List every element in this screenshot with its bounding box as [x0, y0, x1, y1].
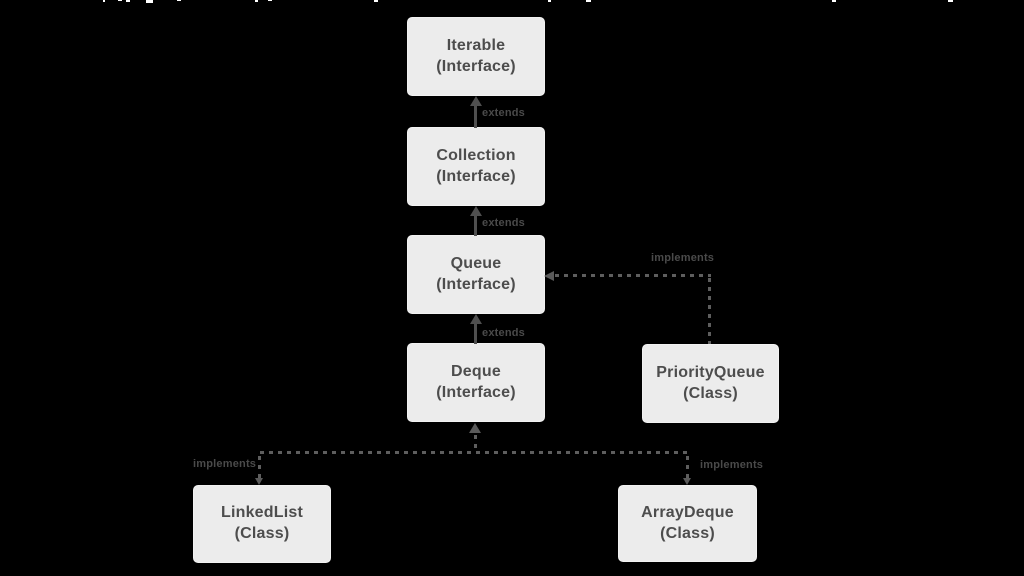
node-linkedlist: LinkedList (Class)	[193, 485, 331, 563]
node-arraydeque-subtitle: (Class)	[660, 524, 715, 542]
arrowhead-up-icon	[469, 423, 481, 433]
cropped-text-artifact	[126, 0, 130, 2]
node-queue-subtitle: (Interface)	[436, 275, 516, 293]
dotted-line	[260, 451, 689, 454]
arrowhead-up-icon	[470, 206, 482, 216]
node-priorityqueue-title: PriorityQueue	[656, 363, 765, 381]
dotted-line	[708, 278, 711, 344]
extends-label: extends	[482, 327, 525, 339]
node-queue-title: Queue	[450, 254, 502, 272]
implements-label: implements	[700, 459, 764, 471]
cropped-text-artifact	[948, 0, 953, 2]
implements-label: implements	[651, 252, 715, 264]
arrowhead-down-icon	[255, 478, 263, 485]
cropped-text-artifact	[118, 0, 122, 1]
extends-label: extends	[482, 217, 525, 229]
node-deque: Deque (Interface)	[407, 343, 545, 422]
cropped-text-artifact	[103, 0, 105, 2]
arrowhead-left-icon	[544, 271, 554, 281]
implements-label: implements	[193, 458, 257, 470]
cropped-text-artifact	[255, 0, 258, 2]
cropped-text-artifact	[177, 0, 181, 1]
arrow-shaft	[474, 323, 477, 344]
node-priorityqueue-subtitle: (Class)	[683, 384, 738, 402]
node-iterable: Iterable (Interface)	[407, 17, 545, 96]
node-iterable-subtitle: (Interface)	[436, 57, 516, 75]
node-arraydeque: ArrayDeque (Class)	[618, 485, 757, 562]
cropped-text-artifact	[268, 0, 272, 1]
node-linkedlist-subtitle: (Class)	[234, 525, 290, 542]
arrowhead-up-icon	[470, 96, 482, 106]
dotted-line	[555, 274, 711, 277]
node-linkedlist-title: LinkedList	[220, 504, 303, 522]
node-iterable-title: Iterable	[446, 36, 506, 54]
cropped-text-artifact	[548, 0, 551, 2]
cropped-text-artifact	[146, 0, 153, 3]
dotted-line	[474, 435, 477, 452]
dotted-line	[686, 456, 689, 478]
node-collection-subtitle: (Interface)	[436, 167, 516, 185]
node-arraydeque-title: ArrayDeque	[641, 503, 734, 521]
node-deque-subtitle: (Interface)	[436, 383, 516, 401]
arrow-shaft	[474, 215, 477, 236]
arrow-shaft	[474, 105, 477, 128]
cropped-text-artifact	[374, 0, 378, 2]
node-queue: Queue (Interface)	[407, 235, 545, 314]
cropped-text-artifact	[832, 0, 836, 2]
node-deque-title: Deque	[451, 362, 501, 380]
cropped-text-artifact	[586, 0, 591, 2]
node-collection-title: Collection	[436, 146, 516, 164]
node-collection: Collection (Interface)	[407, 127, 545, 206]
arrowhead-down-icon	[683, 478, 691, 485]
extends-label: extends	[482, 107, 525, 119]
dotted-line	[258, 456, 261, 478]
node-priorityqueue: PriorityQueue (Class)	[642, 344, 779, 423]
arrowhead-up-icon	[470, 314, 482, 324]
